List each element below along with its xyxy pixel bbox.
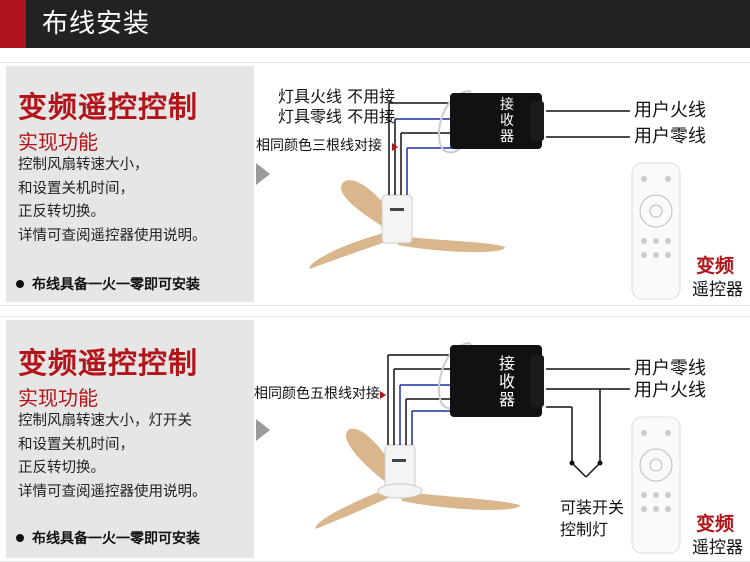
remote-tag-1: 变频	[696, 255, 735, 277]
desc-line: 详情可查阅遥控器使用说明。	[18, 483, 207, 500]
receiver-box-1: 接收器	[450, 93, 544, 149]
fan-light-2	[377, 483, 423, 499]
user-neutral-label: 用户零线	[634, 126, 706, 147]
receiver-label: 接收器	[498, 354, 515, 409]
remote-control-2	[631, 416, 681, 554]
fan-blades-2	[315, 428, 520, 529]
remote-sub-2: 遥控器	[692, 538, 743, 558]
desc-line: 控制风扇转速大小，	[18, 157, 149, 173]
wire-label-lamp-live: 灯具火线 不用接	[278, 87, 396, 106]
wiring-panel-2: 变频遥控控制 实现功能 控制风扇转速大小，灯开关 和设置关机时间， 正反转切换。…	[0, 316, 750, 562]
desc-line: 详情可查阅遥控器使用说明。	[18, 227, 207, 244]
user-neutral-label: 用户零线	[634, 358, 706, 379]
remote-control-1	[631, 162, 681, 300]
remote-sub-1: 遥控器	[692, 280, 743, 300]
wiring-panel-1: 变频遥控控制 实现功能 控制风扇转速大小， 和设置关机时间， 正反转切换。 详情…	[0, 62, 750, 306]
desc-line: 正反转切换。	[18, 204, 105, 220]
remote-tag-2: 变频	[696, 513, 735, 535]
page-header: 布线安装	[0, 0, 750, 48]
desc-line: 和设置关机时间，	[18, 180, 134, 197]
panel-1-note: 布线具备一火一零即可安装	[16, 274, 200, 294]
info-card-1: 变频遥控控制 实现功能 控制风扇转速大小， 和设置关机时间， 正反转切换。 详情…	[6, 66, 254, 302]
pointer-arrow-icon	[256, 163, 270, 185]
header-accent-bar	[0, 0, 26, 48]
desc-line: 正反转切换。	[18, 460, 105, 476]
panel-1-subtitle: 实现功能	[18, 130, 98, 154]
panel-1-description: 控制风扇转速大小， 和设置关机时间， 正反转切换。 详情可查阅遥控器使用说明。	[18, 154, 207, 248]
pointer-arrow-icon	[256, 419, 270, 441]
bullet-icon	[16, 280, 24, 288]
note-text: 布线具备一火一零即可安装	[32, 531, 200, 547]
page-title: 布线安装	[42, 9, 151, 39]
user-live-label: 用户火线	[634, 100, 706, 121]
wire-label-three-wire: 相同颜色三根线对接	[256, 138, 382, 154]
wire-label-five-wire: 相同颜色五根线对接	[254, 386, 380, 402]
receiver-label: 接收器	[500, 97, 514, 145]
desc-line: 控制风扇转速大小，灯开关	[18, 413, 192, 429]
panel-2-description: 控制风扇转速大小，灯开关 和设置关机时间， 正反转切换。 详情可查阅遥控器使用说…	[18, 410, 207, 504]
fan-motor-1	[381, 194, 413, 244]
panel-2-note: 布线具备一火一零即可安装	[16, 528, 200, 548]
wiring-diagram-2	[315, 342, 681, 554]
info-card-2: 变频遥控控制 实现功能 控制风扇转速大小，灯开关 和设置关机时间， 正反转切换。…	[6, 320, 254, 558]
panel-2-subtitle: 实现功能	[18, 386, 98, 410]
note-text: 布线具备一火一零即可安装	[32, 277, 200, 293]
wire-label-lamp-neutral: 灯具零线 不用接	[278, 107, 396, 126]
panel-2-title: 变频遥控控制	[18, 346, 199, 380]
receiver-box-2: 接收器	[450, 345, 544, 417]
panel-1-title: 变频遥控控制	[18, 90, 199, 124]
bullet-icon	[16, 534, 24, 542]
user-live-label: 用户火线	[634, 380, 706, 401]
wiring-diagram-1	[309, 90, 681, 300]
switch-label: 可装开关 控制灯	[560, 498, 625, 539]
desc-line: 和设置关机时间，	[18, 436, 134, 453]
